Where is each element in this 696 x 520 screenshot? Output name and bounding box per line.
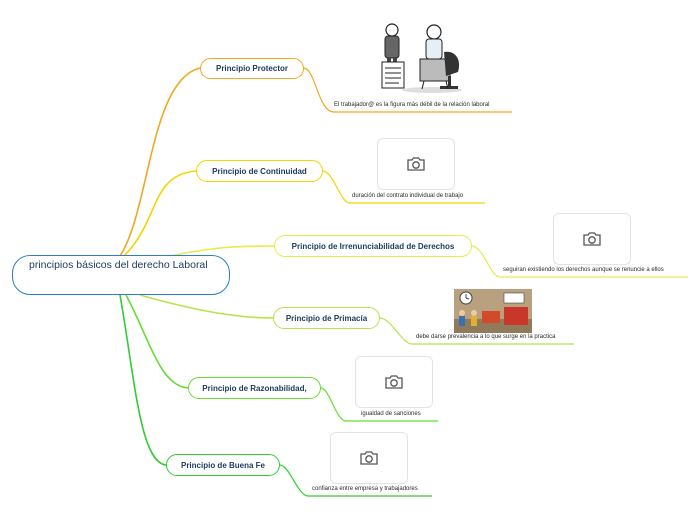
topic-label: Principio de Razonabilidad,	[202, 383, 307, 393]
root-topic[interactable]: principios básicos del derecho Laboral	[12, 255, 230, 295]
camera-icon	[407, 157, 425, 171]
image-placeholder[interactable]	[553, 213, 631, 265]
detail-text[interactable]: El trabajador@ es la figura más débil de…	[334, 102, 490, 108]
detail-text[interactable]: confianza entre empresa y trabajadores	[312, 486, 418, 492]
detail-text[interactable]: duración del contrato individual de trab…	[352, 193, 464, 199]
topic-principio-de-buena-fe[interactable]: Principio de Buena Fe	[166, 454, 280, 476]
topic-principio-de-razonabilidad[interactable]: Principio de Razonabilidad,	[188, 377, 321, 399]
root-topic-label: principios básicos del derecho Laboral	[29, 259, 208, 271]
cartoon-worker-and-boss-illustration	[372, 22, 464, 94]
topic-label: Principio de Primacía	[285, 313, 368, 323]
topic-label: Principio de Continuidad	[212, 166, 307, 176]
image-placeholder[interactable]	[330, 432, 408, 484]
camera-icon	[583, 232, 601, 246]
topic-principio-de-continuidad[interactable]: Principio de Continuidad	[196, 160, 323, 182]
topic-label: Principio de Buena Fe	[180, 460, 265, 470]
topic-label: Principio Protector	[215, 64, 288, 73]
detail-text[interactable]: igualdad de sanciones	[361, 411, 421, 417]
topic-principio-protector[interactable]: Principio Protector	[200, 58, 304, 79]
topic-label: Principio de Irrenunciabilidad de Derech…	[291, 241, 455, 251]
office-scene-illustration	[454, 289, 532, 333]
camera-icon	[360, 451, 378, 465]
camera-icon	[385, 375, 403, 389]
detail-text[interactable]: debe darse prevalencia a lo que surge en…	[416, 334, 556, 340]
detail-text[interactable]: seguiran existiendo los derechos aunque …	[503, 267, 664, 273]
topic-principio-de-primacia[interactable]: Principio de Primacía	[273, 307, 380, 329]
image-placeholder[interactable]	[377, 138, 455, 190]
image-placeholder[interactable]	[355, 356, 433, 408]
topic-principio-de-irrenunciabilidad[interactable]: Principio de Irrenunciabilidad de Derech…	[274, 235, 472, 257]
